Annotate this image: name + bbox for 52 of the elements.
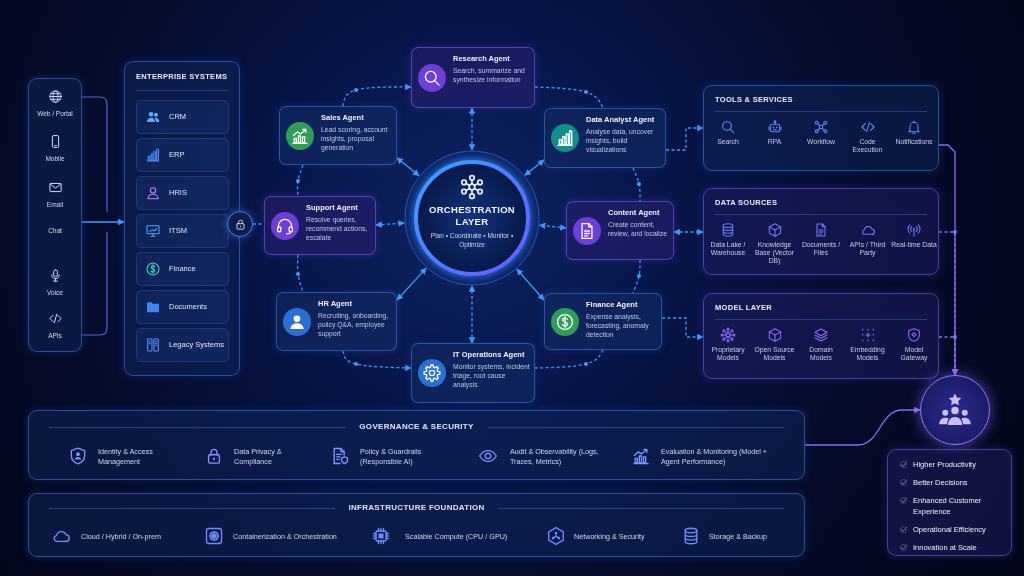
agent-card bbox=[279, 106, 397, 165]
infrastructure-band bbox=[28, 493, 805, 557]
agent-card bbox=[544, 293, 662, 350]
band-title: GOVERNANCE & SECURITY bbox=[359, 422, 474, 431]
arrow bbox=[538, 222, 567, 231]
arrow bbox=[938, 336, 959, 376]
arrow bbox=[468, 107, 476, 151]
arrow bbox=[396, 267, 427, 301]
layer-title: ORCHESTRATION LAYER bbox=[427, 204, 517, 227]
system-tile bbox=[136, 328, 229, 362]
connector-line bbox=[534, 349, 604, 369]
governance-band bbox=[28, 410, 805, 480]
arrow bbox=[524, 159, 545, 176]
data-sources-panel bbox=[703, 188, 939, 275]
agent-card bbox=[276, 292, 397, 351]
arrow bbox=[804, 406, 921, 446]
connector-line bbox=[296, 254, 304, 293]
arrow bbox=[673, 228, 704, 236]
band-title: INFRASTRUCTURE FOUNDATION bbox=[348, 503, 485, 512]
arrow bbox=[342, 83, 412, 107]
model-layer-panel bbox=[703, 293, 939, 379]
system-tile bbox=[136, 138, 229, 172]
arrow bbox=[468, 285, 476, 344]
agent-card bbox=[264, 196, 376, 255]
lock-circle bbox=[227, 211, 253, 237]
arrow bbox=[342, 350, 412, 372]
system-tile bbox=[136, 290, 229, 324]
arrow bbox=[665, 124, 704, 151]
system-tile bbox=[136, 100, 229, 134]
arrow bbox=[661, 317, 704, 341]
connector-line bbox=[534, 86, 604, 109]
channels-panel bbox=[28, 78, 82, 352]
agent-card bbox=[566, 201, 674, 260]
outcomes-panel bbox=[887, 449, 1012, 556]
systems-panel bbox=[124, 61, 240, 376]
outcome-circle bbox=[920, 375, 990, 445]
agent-card bbox=[411, 47, 535, 108]
arrow bbox=[375, 220, 405, 228]
system-tile bbox=[136, 252, 229, 286]
agent-card bbox=[544, 108, 666, 168]
connector-line bbox=[632, 259, 641, 294]
connector-line bbox=[632, 167, 641, 202]
connector-line bbox=[296, 164, 304, 197]
system-tile bbox=[136, 176, 229, 210]
arrow bbox=[396, 157, 420, 177]
tools-panel bbox=[703, 85, 939, 171]
arrow bbox=[81, 218, 125, 226]
system-tile bbox=[136, 214, 229, 248]
agent-card bbox=[411, 343, 535, 403]
connector-line bbox=[252, 223, 265, 225]
orchestration-circle bbox=[404, 150, 540, 286]
arrow bbox=[516, 268, 545, 301]
